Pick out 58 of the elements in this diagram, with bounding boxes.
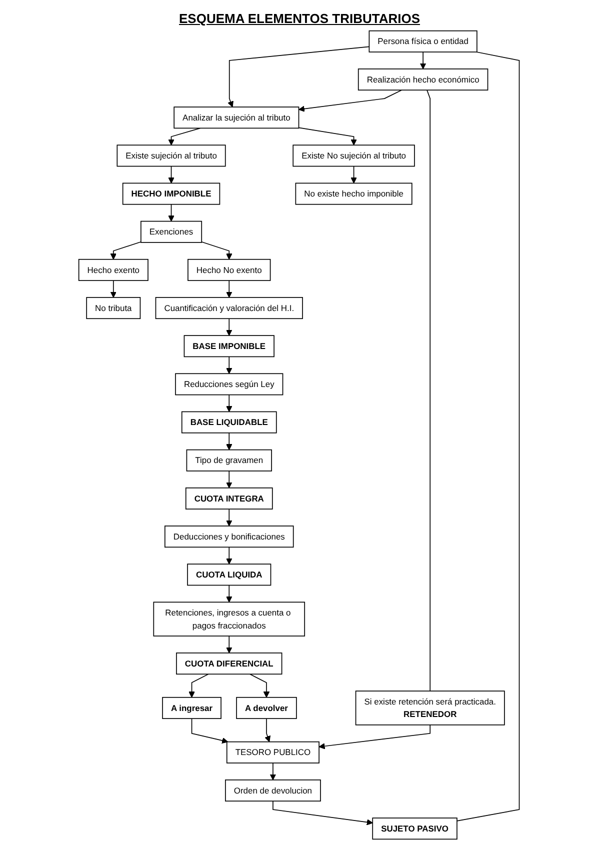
arrow (189, 674, 210, 698)
arrow (226, 470, 233, 488)
connector-line (427, 90, 431, 692)
process-box: Exenciones (140, 220, 202, 243)
process-box: Persona física o entidad (369, 30, 478, 52)
process-box: CUOTA LIQUIDA (188, 564, 272, 586)
process-box: No tributa (86, 297, 142, 320)
process-box: A ingresar (162, 696, 222, 719)
arrow (226, 394, 233, 412)
arrow (202, 241, 233, 260)
process-box: A devolver (236, 696, 298, 719)
diagram-title: ESQUEMA ELEMENTOS TRIBUTARIOS (179, 11, 420, 26)
process-box: Realización hecho económico (358, 68, 489, 90)
process-box: SUJETO PASIVO (372, 818, 458, 840)
process-box: TESORO PUBLICO (226, 741, 320, 764)
arrow (228, 46, 370, 108)
arrow (351, 166, 358, 184)
arrow (319, 724, 431, 750)
arrow (192, 718, 229, 744)
arrow (168, 128, 202, 146)
arrow (168, 204, 175, 222)
arrow (298, 127, 358, 146)
arrow (226, 546, 233, 564)
arrow (270, 762, 276, 780)
arrow (110, 280, 117, 298)
process-box: Existe No sujeción al tributo (293, 144, 416, 167)
arrow (226, 356, 233, 374)
arrow (226, 636, 233, 654)
arrow (226, 584, 233, 602)
process-box: HECHO IMPONIBLE (122, 182, 221, 205)
process-box: Orden de devolucion (225, 780, 322, 802)
arrow (226, 318, 233, 336)
process-box: Deducciones y bonificaciones (164, 526, 294, 548)
process-box: CUOTA DIFERENCIAL (176, 652, 283, 675)
process-box: Existe sujeción al tributo (117, 144, 226, 167)
process-box: Reducciones según Ley (176, 373, 284, 396)
arrow (226, 508, 233, 526)
arrow (168, 166, 175, 184)
arrow (298, 90, 402, 112)
process-box: Cuantificación y valoración del H.I. (156, 297, 304, 320)
process-box: No existe hecho imponible (296, 182, 413, 205)
process-box: CUOTA INTEGRA (186, 487, 274, 510)
process-box: Hecho exento (78, 258, 149, 281)
arrow (226, 432, 233, 450)
arrow (272, 800, 374, 826)
arrow (265, 718, 271, 742)
connector-line (457, 52, 520, 822)
process-box: BASE LIQUIDABLE (182, 411, 278, 434)
process-box: Retenciones, ingresos a cuenta o pagos fraccionados (154, 602, 306, 636)
process-box: BASE IMPONIBLE (184, 335, 275, 358)
arrow (226, 280, 233, 298)
process-box: Si existe retención será practicada. RETENEDOR (356, 690, 506, 726)
process-box: Analizar la sujeción al tributo (174, 106, 300, 129)
process-box: Tipo de gravamen (186, 449, 272, 472)
arrow (250, 674, 270, 698)
arrow (420, 52, 427, 70)
arrow (110, 241, 142, 260)
process-box: Hecho No exento (188, 258, 272, 281)
